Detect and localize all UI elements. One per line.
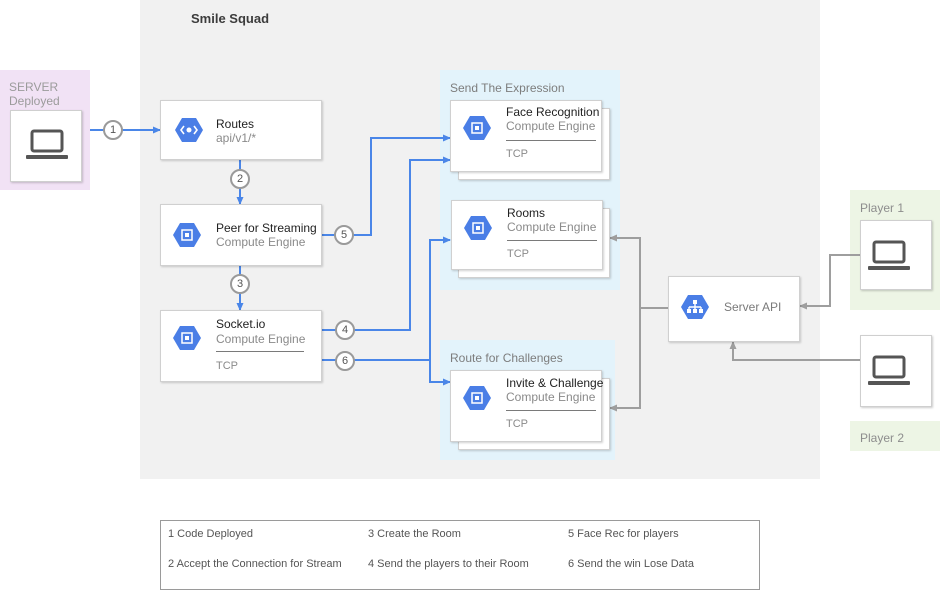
routes-title: Routes	[216, 117, 255, 131]
arrow-6b	[429, 360, 451, 386]
separator	[216, 351, 304, 352]
step-5: 5	[334, 225, 354, 245]
peer-node: Peer for Streaming Compute Engine	[160, 204, 322, 266]
routes-subtitle: api/v1/*	[216, 131, 257, 145]
player1-to-api	[799, 254, 860, 310]
separator	[506, 140, 596, 141]
invite-title: Invite & Challenge	[506, 376, 604, 390]
compute-engine-icon	[463, 386, 491, 410]
api-to-rooms	[609, 234, 668, 309]
invite-subtitle: Compute Engine	[506, 390, 596, 404]
socket-title: Socket.io	[216, 317, 266, 331]
player1-label: Player 1	[860, 201, 905, 215]
compute-engine-icon	[464, 216, 492, 240]
invite-protocol: TCP	[506, 418, 528, 430]
step-3: 3	[230, 274, 250, 294]
face-subtitle: Compute Engine	[506, 119, 596, 133]
legend: 1 Code Deployed 2 Accept the Connection …	[160, 520, 760, 590]
socket-node: Socket.io Compute Engine TCP	[160, 310, 322, 382]
step-2: 2	[230, 169, 250, 189]
laptop-icon	[26, 129, 68, 159]
legend-item-4: 4 Send the players to their Room	[368, 558, 529, 570]
step-1: 1	[103, 120, 123, 140]
arrow-5	[320, 134, 451, 236]
player2-label: Player 2	[860, 431, 905, 445]
compute-engine-icon	[463, 116, 491, 140]
rooms-title: Rooms	[507, 206, 546, 220]
legend-item-5: 5 Face Rec for players	[568, 528, 679, 540]
server-api-node: Server API	[668, 276, 800, 342]
laptop-icon	[868, 355, 910, 385]
laptop-icon	[868, 240, 910, 270]
step-6: 6	[335, 351, 355, 371]
rooms-node: Rooms Compute Engine TCP	[451, 200, 603, 270]
peer-subtitle: Compute Engine	[216, 235, 306, 249]
diagram-title: Smile Squad	[191, 11, 270, 26]
invite-node: Invite & Challenge Compute Engine TCP	[450, 370, 604, 442]
face-title: Face Recognition	[506, 105, 600, 119]
legend-item-2: 2 Accept the Connection for Stream	[168, 558, 342, 570]
separator	[507, 240, 597, 241]
legend-item-6: 6 Send the win Lose Data	[568, 558, 694, 570]
separator	[506, 410, 596, 411]
face-node: Face Recognition Compute Engine TCP	[450, 100, 602, 172]
server-laptop	[10, 110, 82, 182]
peer-title: Peer for Streaming	[216, 221, 317, 235]
player2-to-api	[729, 341, 860, 361]
server-api-title: Server API	[724, 300, 782, 314]
player1-laptop	[860, 220, 932, 290]
rooms-subtitle: Compute Engine	[507, 220, 597, 234]
routes-icon	[175, 118, 203, 142]
network-tree-icon	[681, 295, 709, 319]
face-protocol: TCP	[506, 148, 528, 160]
socket-protocol: TCP	[216, 360, 238, 372]
arrow-6	[320, 236, 451, 361]
arrow-4	[320, 156, 451, 331]
player2-zone	[850, 421, 940, 451]
expression-zone-label: Send The Expression	[450, 81, 565, 95]
step-4: 4	[335, 320, 355, 340]
server-label-line2: Deployed	[9, 94, 60, 108]
api-to-invite	[609, 308, 641, 412]
server-label: SERVER Deployed	[9, 80, 60, 108]
server-label-line1: SERVER	[9, 80, 59, 94]
routes-node: Routes api/v1/*	[160, 100, 322, 160]
compute-engine-icon	[173, 223, 201, 247]
compute-engine-icon	[173, 326, 201, 350]
player2-laptop	[860, 335, 932, 407]
legend-item-3: 3 Create the Room	[368, 528, 461, 540]
legend-item-1: 1 Code Deployed	[168, 528, 254, 540]
socket-subtitle: Compute Engine	[216, 332, 306, 346]
rooms-protocol: TCP	[507, 248, 529, 260]
challenges-zone-label: Route for Challenges	[450, 351, 563, 365]
